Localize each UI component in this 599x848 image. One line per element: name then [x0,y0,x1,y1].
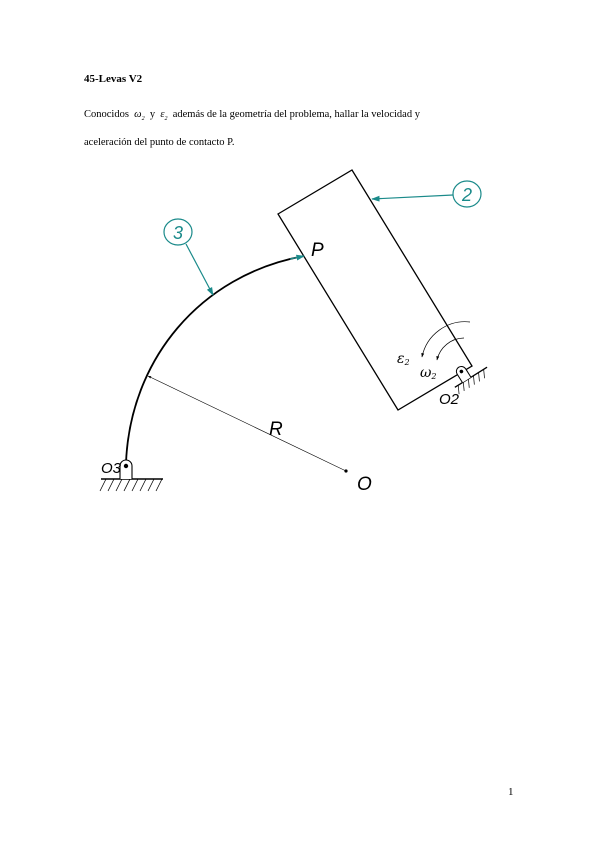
omega-symbol: ω2 [134,109,145,123]
callout-2-label: 2 [461,185,472,205]
point-P-label: P [311,240,324,261]
pivot-O2 [454,365,488,395]
radius-R-label: R [269,419,283,440]
callout-2-circle [452,180,482,208]
statement-line2: aceleración del punto de contacto P. [84,137,235,149]
epsilon-2-label: ε2 [397,351,410,367]
callout-3-leader [185,243,214,296]
center-O-dot [344,469,348,473]
joint-O2-label: O2 [439,391,460,408]
link-2-rectangle [277,169,473,411]
page-number: 1 [508,786,514,798]
link-3-arc [125,255,305,464]
center-O-label: O [357,474,372,495]
contact-arrow [289,254,305,261]
statement-part1: Conocidos [84,109,129,120]
omega-2-label: ω2 [420,365,437,381]
epsilon-arc [436,337,465,361]
callout-3-label: 3 [173,223,183,243]
joint-O3-label: O3 [101,460,122,477]
document-title: 45-Levas V2 [84,73,143,85]
statement-part2: además de la geometría del problema, hal… [172,109,420,120]
statement-conj: y [149,109,156,120]
callout-2-leader [371,194,454,202]
pivot-O3 [99,459,163,492]
radius-line [147,375,347,472]
problem-statement: Conocidos ω2 y ε2 además de la geometría… [84,103,524,154]
epsilon-symbol: ε2 [160,109,168,123]
callout-3-circle [163,218,193,246]
omega-arc [421,321,471,358]
